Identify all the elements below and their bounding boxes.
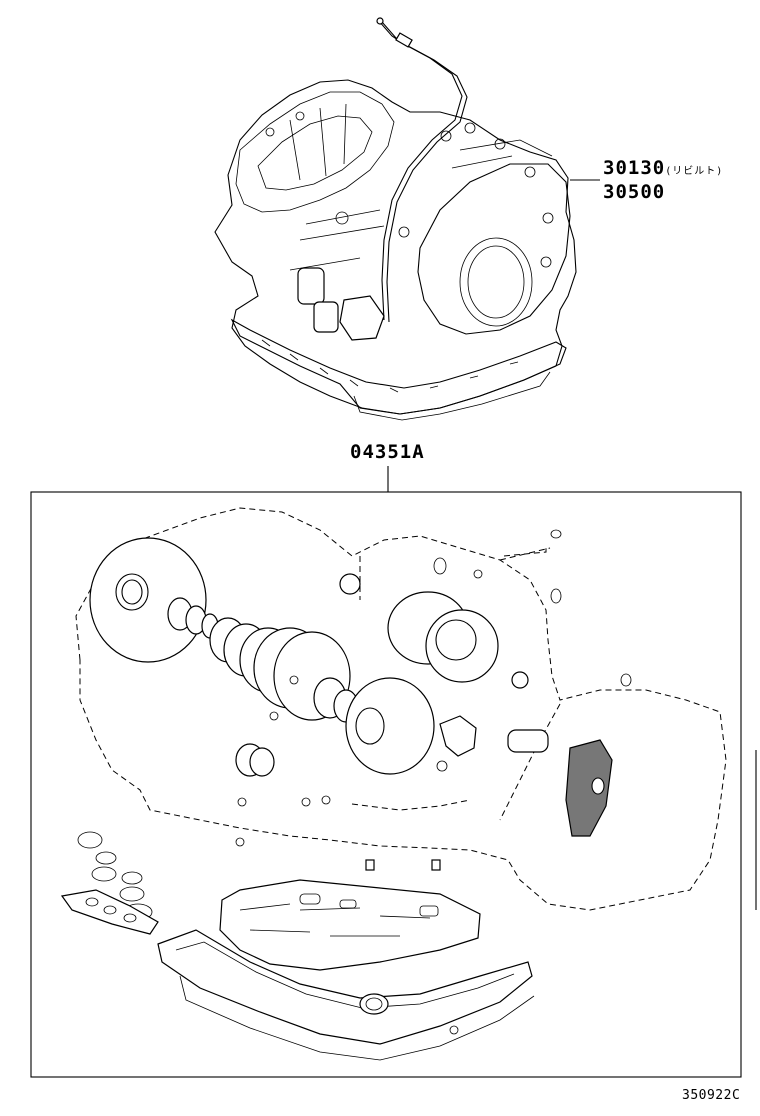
rebuilt-note: (リビルト) [665, 166, 724, 177]
oil-pan [230, 318, 567, 415]
side-cover-gasket [565, 739, 613, 837]
part-number-new: 30500 [603, 181, 665, 203]
part-number-30130: 30130 [603, 157, 666, 179]
gasket-kit-drawing [60, 507, 757, 1061]
piston-disc [345, 677, 435, 775]
shift-cable [377, 19, 463, 321]
part-number-30500: 30500 [603, 181, 666, 203]
oil-pump-cover-disc [89, 537, 207, 663]
part-number-gasket-kit: 04351A [350, 441, 425, 463]
valve-body-plate [219, 879, 481, 971]
illustration-id: 350922C [682, 1088, 740, 1103]
oil-pan-gasket [157, 929, 533, 1045]
illustration-id-text: 350922C [682, 1088, 741, 1103]
transaxle-housing [214, 79, 577, 415]
housing-outline-phantom [75, 507, 727, 911]
part-number-04351A: 04351A [350, 441, 425, 463]
bushing [507, 729, 549, 753]
gasket-kit-frame [30, 491, 742, 1078]
transaxle-assembly-drawing [214, 17, 577, 421]
part-number-rebuilt: 30130(リビルト) [603, 157, 723, 179]
